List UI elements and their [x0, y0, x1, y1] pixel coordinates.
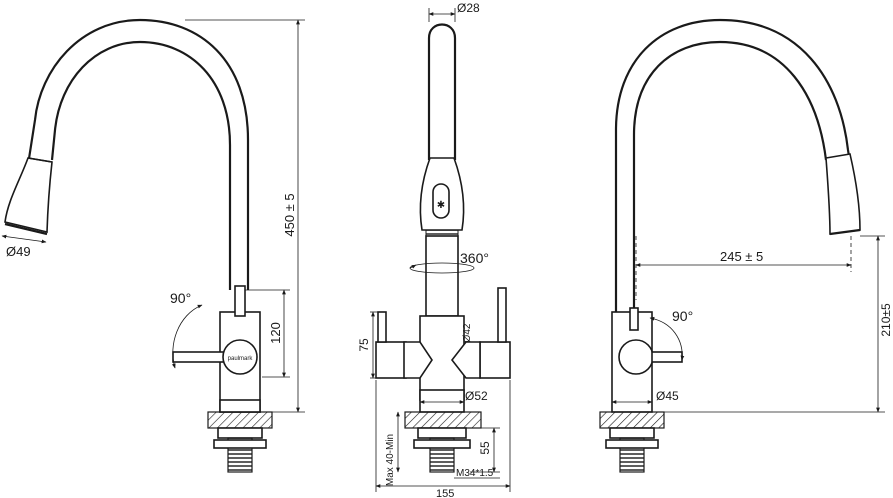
left-view: paulmark 90° 450 ± 5 120 Ø49: [1, 18, 305, 473]
countertop-label: Max 40-Min: [385, 434, 396, 486]
rotation-label: 360°: [460, 250, 489, 266]
right-handle-cap: [618, 339, 654, 375]
base-diameter-label: Ø52: [465, 389, 488, 403]
left-spray-head: [4, 157, 53, 234]
right-spout-outer: [614, 18, 854, 312]
left-countertop: [207, 411, 273, 429]
side-base-diameter-label: Ø45: [656, 389, 679, 403]
right-view: 90° 245 ± 5 210±5 Ø45: [599, 18, 893, 473]
right-angle-label: 90°: [672, 308, 693, 324]
left-angle-label: 90°: [170, 290, 191, 306]
thread-label: M34*1.5: [456, 468, 494, 479]
head-diameter-label: Ø49: [6, 244, 31, 259]
clearance-label: 210±5: [879, 303, 893, 337]
body-diameter-label: Ø42: [462, 323, 473, 342]
mode-icon: ✱: [437, 200, 445, 211]
left-handle-cap: [222, 339, 258, 375]
right-spray-head: [825, 153, 861, 235]
middle-view: ✱ 360° Ø28 75 Ø42 Ø5: [357, 1, 511, 498]
right-countertop: [599, 411, 665, 429]
lever-height-label: 75: [357, 338, 371, 352]
right-spout-inner: [632, 40, 828, 312]
right-handle: [651, 351, 683, 363]
height-label: 450 ± 5: [282, 193, 297, 236]
middle-countertop: [404, 411, 482, 429]
total-width-label: 155: [436, 488, 454, 498]
handle-height-label: 120: [268, 322, 283, 344]
reach-label: 245 ± 5: [720, 249, 763, 264]
left-brand-label: paulmark: [228, 356, 254, 362]
middle-column: [425, 235, 459, 317]
left-spout-inner: [50, 40, 232, 290]
spout-diameter-label: Ø28: [457, 1, 480, 15]
left-handle: [172, 351, 226, 363]
left-spout-outer: [26, 18, 250, 290]
shank-length-label: 55: [478, 441, 492, 455]
middle-spout: [427, 23, 457, 160]
